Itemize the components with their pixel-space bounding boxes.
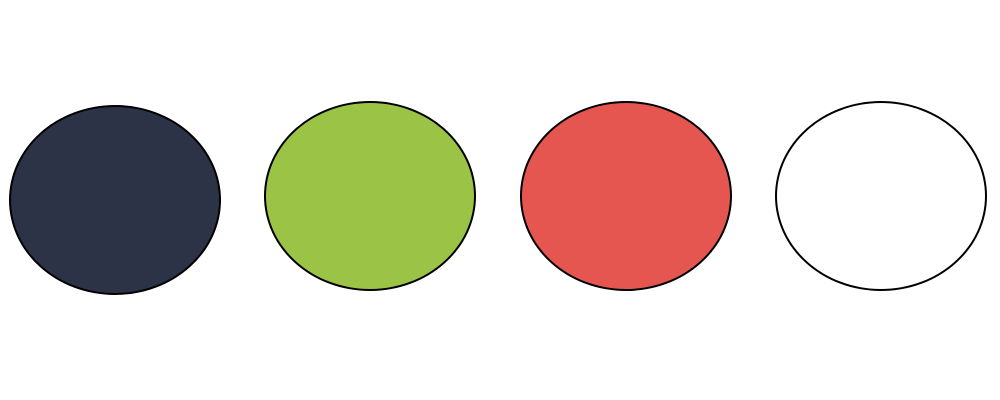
white-circle [775, 101, 987, 291]
green-circle [264, 101, 476, 291]
navy-circle [9, 105, 221, 295]
red-circle [520, 101, 732, 291]
